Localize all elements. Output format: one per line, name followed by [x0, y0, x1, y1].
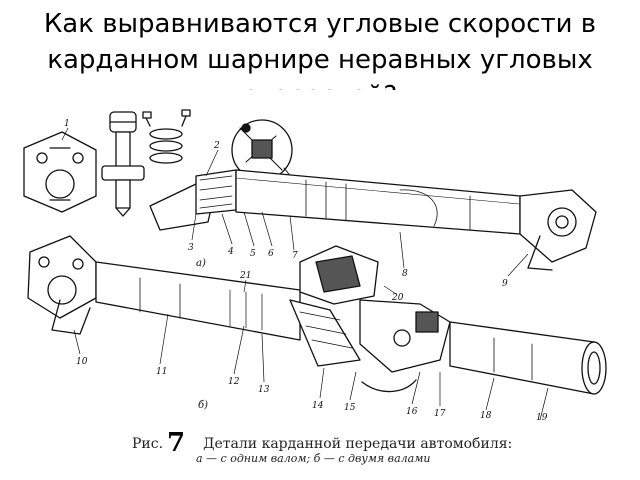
spider-cross-part [101, 111, 145, 217]
slide-title: Как выравниваются угловые скорости в кар… [43, 9, 597, 90]
callout-1: 1 [64, 119, 70, 129]
intermediate-support [289, 245, 379, 367]
callout-21: 21 [239, 271, 251, 281]
sliding-yoke-part [149, 169, 237, 231]
cardan-drive-drawing: 1 2 3 4 5 6 7 8 9 а) 21 20 10 11 12 13 1… [23, 109, 607, 423]
caption-subtitle: а — с одним валом; б — с двумя валами [196, 452, 431, 465]
callout-2: 2 [213, 141, 220, 151]
caption-prefix: Рис. [132, 436, 164, 452]
shaft-tube-b-rear [449, 321, 607, 395]
callout-20: 20 [391, 293, 404, 303]
callout-19: 19 [536, 413, 548, 423]
rear-yoke-a [519, 189, 597, 271]
callout-13: 13 [258, 385, 270, 395]
callout-8: 8 [402, 269, 408, 279]
callout-17: 17 [434, 409, 446, 419]
callout-10: 10 [76, 357, 88, 367]
shaft-tube-b-front [95, 261, 301, 341]
callout-12: 12 [228, 377, 240, 387]
flange-yoke-part [23, 131, 97, 213]
subfigure-label-b: б) [198, 400, 208, 411]
callout-6: 6 [268, 249, 274, 259]
callout-7: 7 [292, 251, 298, 261]
callout-18: 18 [480, 411, 492, 421]
callout-4: 4 [227, 247, 234, 257]
callout-16: 16 [406, 407, 418, 417]
figure-caption: Рис.7 Детали карданной передачи автомобил… [0, 424, 640, 474]
caption-number: 7 [167, 428, 186, 458]
flange-yoke-b [27, 235, 97, 335]
callout-14: 14 [312, 401, 324, 411]
caption-title: Детали карданной передачи автомобиля: [203, 436, 513, 452]
bolts-and-rings-part [142, 109, 191, 164]
callout-9: 9 [502, 279, 508, 289]
callout-3: 3 [188, 243, 194, 253]
subfigure-label-a: а) [196, 258, 206, 269]
shaft-tube-a [235, 169, 521, 235]
caption-line-1: Рис.7 Детали карданной передачи автомобил… [132, 428, 512, 458]
callout-11: 11 [156, 367, 167, 377]
center-yoke-b [359, 299, 451, 393]
callout-15: 15 [344, 403, 356, 413]
detail-magnifier [231, 119, 301, 189]
callout-5: 5 [250, 249, 256, 259]
